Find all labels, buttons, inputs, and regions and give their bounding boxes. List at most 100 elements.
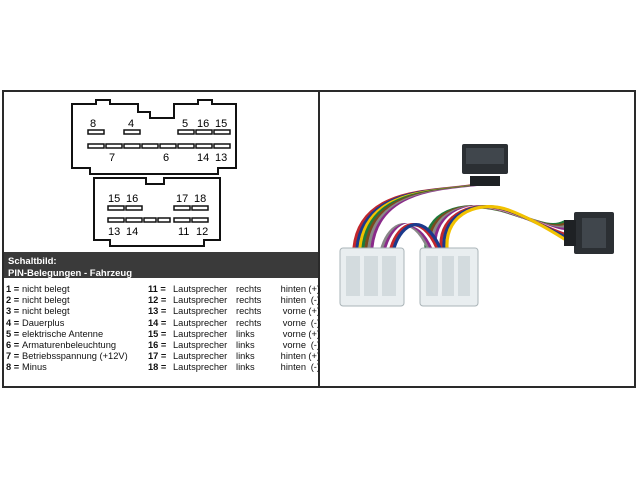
pin-side: rechts [236, 284, 262, 294]
adapter-cable-illustration [320, 92, 634, 386]
panel-divider [318, 90, 320, 388]
legend-row: 15 = Lautsprecher links vorne(+) [148, 329, 320, 340]
pin-polarity: (-) [310, 295, 320, 306]
legend-row: 18 = Lautsprecher links hinten (-) [148, 362, 320, 373]
legend-row: 4 =Dauerplus [6, 318, 146, 329]
pin-device: Lautsprecher [173, 362, 228, 373]
pin-position: vorne [282, 317, 306, 328]
legend-row: 12 = Lautsprecher rechts hinten (-) [148, 295, 320, 306]
cable-drawing [339, 144, 614, 307]
legend-row: 13 = Lautsprecher rechts vorne(+) [148, 306, 320, 317]
pin-number: 15 = [148, 328, 167, 339]
pin-side: links [236, 351, 255, 362]
top-pin-label: 8 [90, 118, 96, 130]
pin-number: 4 = [6, 317, 20, 328]
top-pin-label: 4 [128, 118, 134, 130]
legend-row: 7 =Betriebsspannung (+12V) [6, 351, 146, 362]
bottom-pin-label: 15 [108, 193, 120, 205]
top-lower-slots [87, 143, 231, 149]
pin-function: nicht belegt [22, 295, 70, 306]
legend-row: 3 =nicht belegt [6, 306, 146, 317]
pin-side: links [236, 339, 255, 350]
iso-connector-right [564, 212, 614, 254]
top-connector-outline [71, 99, 237, 175]
pin-polarity: (+) [308, 306, 320, 317]
pin-position: vorne [282, 306, 306, 317]
pin-number: 12 = [148, 295, 167, 306]
pin-device: Lautsprecher [173, 306, 228, 317]
wire-bundle [352, 184, 566, 250]
wire [445, 205, 566, 250]
top-upper-slots [87, 129, 231, 135]
pin-number: 14 = [148, 317, 167, 328]
legend-row: 2 =nicht belegt [6, 295, 146, 306]
pin-position: hinten [280, 284, 306, 294]
pin-side: links [236, 328, 255, 339]
bottom-pin-label: 16 [126, 193, 138, 205]
iso-connector-top [462, 144, 508, 186]
pin-number: 17 = [148, 351, 167, 362]
pin-function: Dauerplus [22, 317, 65, 328]
pin-number: 11 = [148, 284, 166, 294]
pin-polarity: (+) [308, 328, 320, 339]
bottom-pin-label: 12 [196, 226, 208, 238]
pin-function: nicht belegt [22, 284, 70, 294]
pin-number: 5 = [6, 328, 20, 339]
vehicle-connector-left [339, 247, 405, 307]
pin-device: Lautsprecher [173, 328, 228, 339]
bottom-connector-outline [93, 177, 221, 247]
pin-position: hinten [280, 362, 306, 373]
pin-number: 2 = [6, 295, 20, 306]
pin-side: rechts [236, 306, 262, 317]
pin-function: elektrische Antenne [22, 328, 104, 339]
bottom-pin-label: 13 [108, 226, 120, 238]
pin-position: hinten [280, 351, 306, 362]
bottom-pin-label: 11 [178, 226, 189, 238]
top-pin-label: 15 [215, 118, 227, 130]
pin-function: Minus [22, 362, 47, 373]
pin-polarity: (-) [310, 362, 320, 373]
pin-function: Betriebsspannung (+12V) [22, 351, 128, 362]
pin-legend: Schaltbild: PIN-Belegungen - Fahrzeug 1 … [4, 252, 320, 386]
pin-number: 16 = [148, 339, 167, 350]
pin-function: Armaturenbeleuchtung [22, 339, 117, 350]
pin-polarity: (-) [310, 339, 320, 350]
pin-position: hinten [280, 295, 306, 306]
pin-number: 1 = [6, 284, 20, 294]
bottom-pin-label: 14 [126, 226, 138, 238]
pin-device: Lautsprecher [173, 339, 228, 350]
connector-drawing: 8 4 5 16 15 7 6 14 13 15 16 17 18 13 14 [71, 99, 237, 247]
bottom-lower-slots [107, 217, 209, 223]
legend-row: 8 =Minus [6, 362, 146, 373]
pin-device: Lautsprecher [173, 284, 228, 294]
legend-row: 6 =Armaturenbeleuchtung [6, 340, 146, 351]
legend-row: 1 =nicht belegt [6, 284, 146, 295]
pin-function: nicht belegt [22, 306, 70, 317]
pin-device: Lautsprecher [173, 351, 228, 362]
pin-side: links [236, 362, 255, 373]
bottom-pin-label: 18 [194, 193, 206, 205]
legend-header: Schaltbild: PIN-Belegungen - Fahrzeug [4, 252, 318, 279]
pin-number: 7 = [6, 351, 20, 362]
pin-number: 8 = [6, 362, 20, 373]
pin-device: Lautsprecher [173, 317, 228, 328]
pin-number: 13 = [148, 306, 167, 317]
pin-side: rechts [236, 295, 262, 306]
legend-title: Schaltbild: [8, 256, 57, 267]
pin-position: vorne [282, 328, 306, 339]
top-pin-label: 13 [215, 152, 227, 164]
pin-number: 18 = [148, 362, 167, 373]
pin-device: Lautsprecher [173, 295, 228, 306]
wire [373, 184, 493, 250]
pin-number: 6 = [6, 339, 20, 350]
bottom-upper-slots [107, 205, 209, 211]
legend-subtitle: PIN-Belegungen - Fahrzeug [8, 268, 133, 279]
pin-side: rechts [236, 317, 262, 328]
